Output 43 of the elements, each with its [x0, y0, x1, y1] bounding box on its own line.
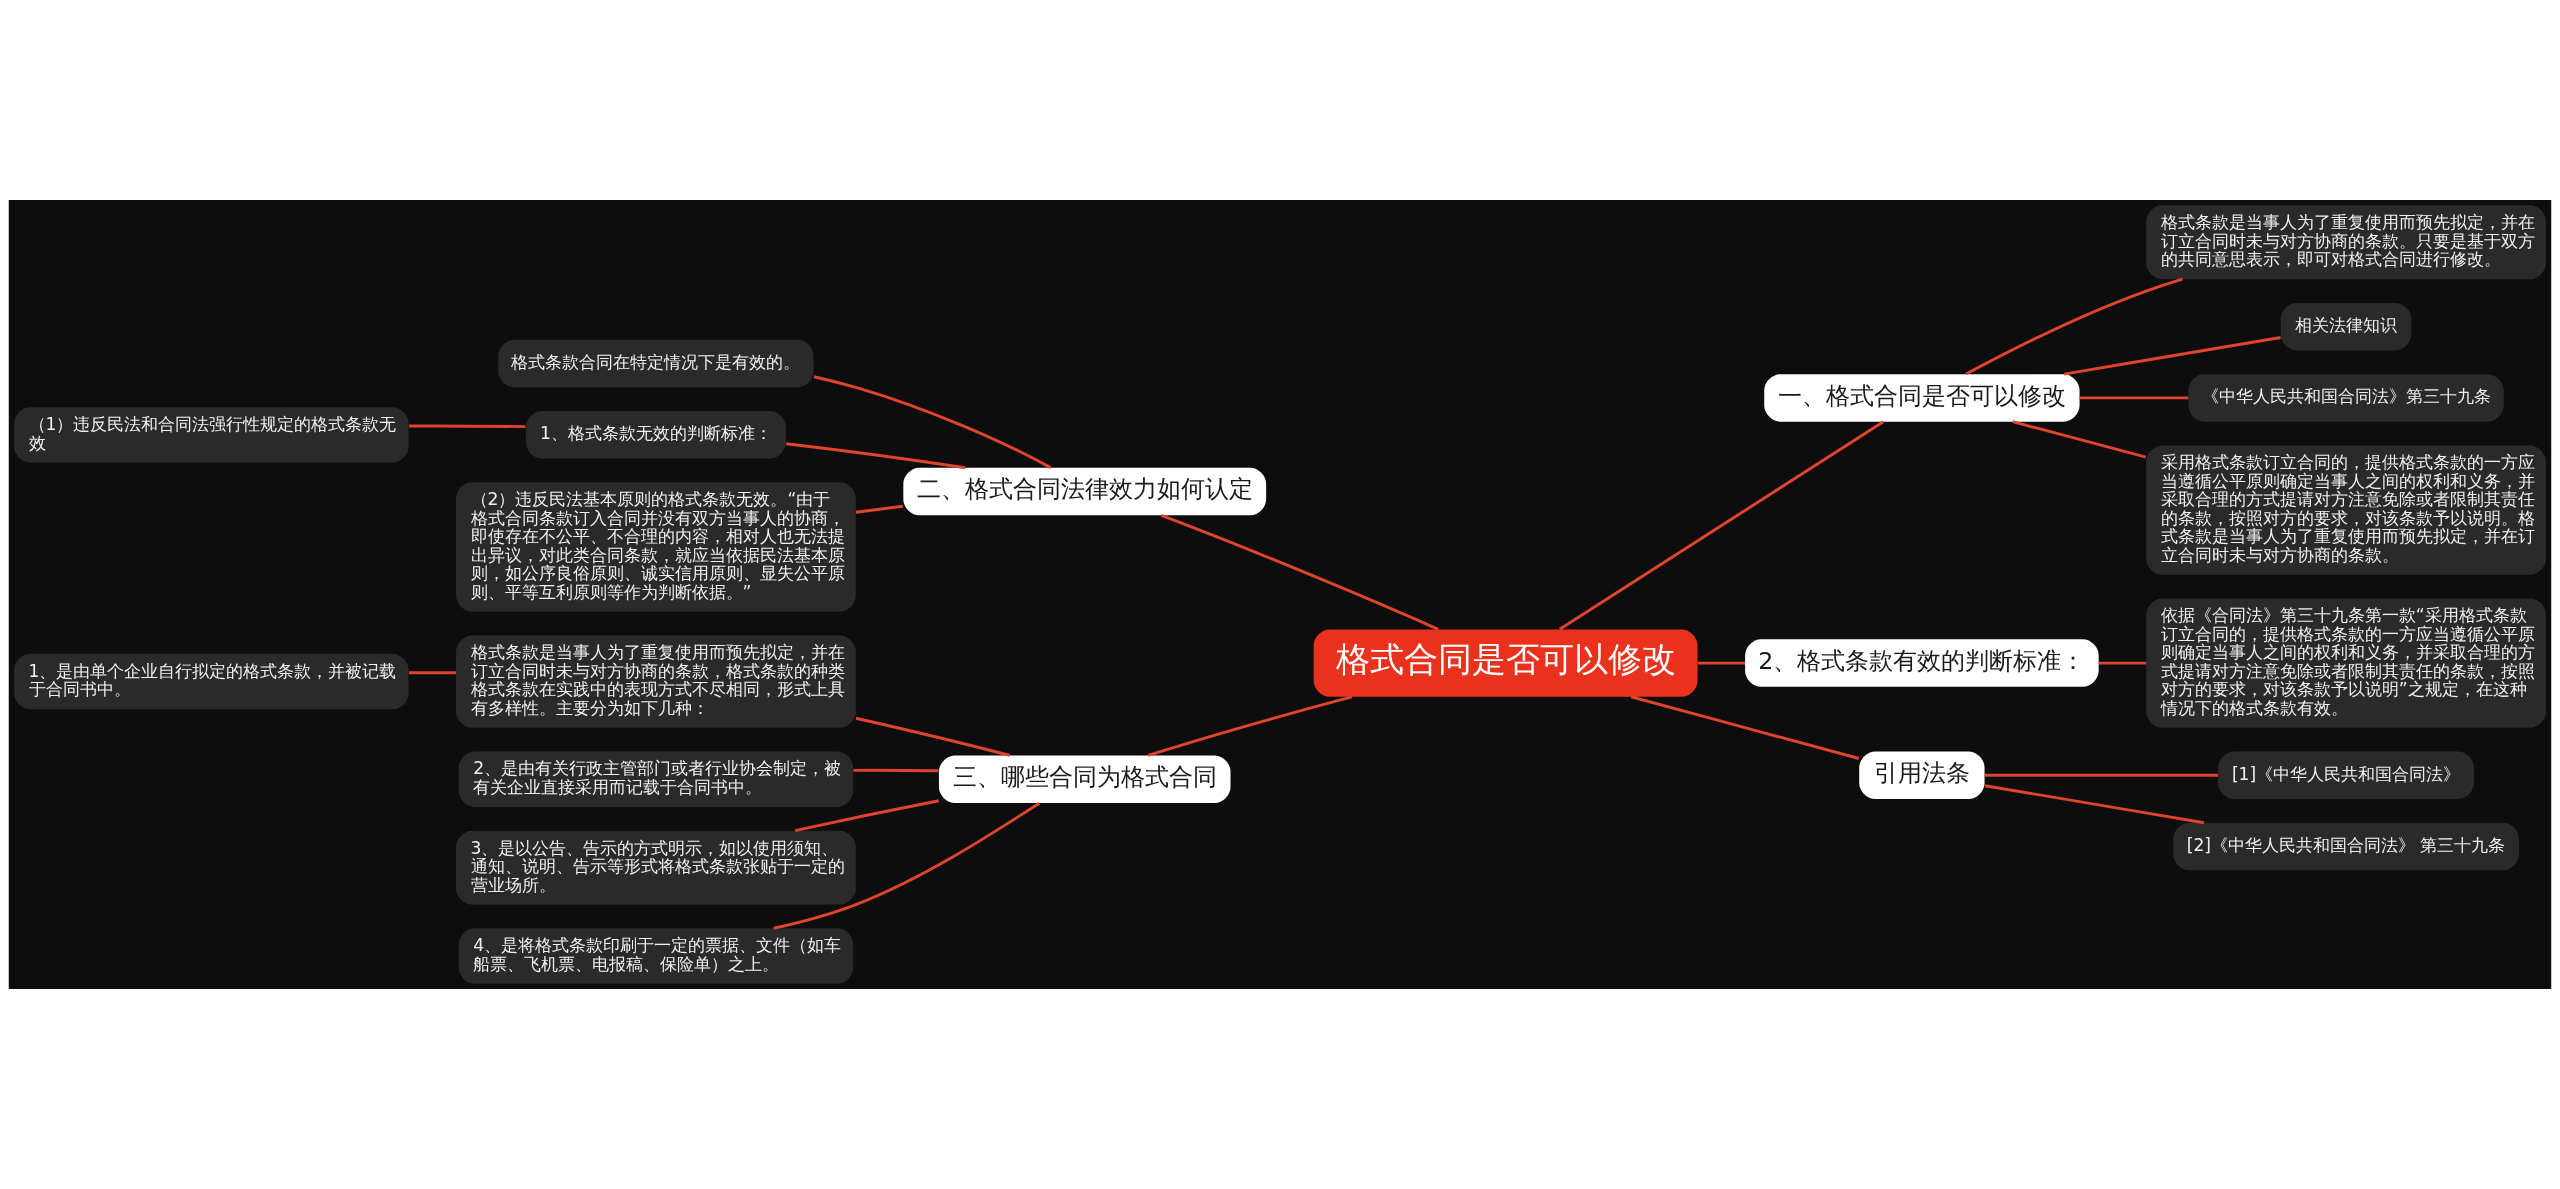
- connector: [1698, 661, 1745, 665]
- connector: [853, 768, 939, 773]
- node-box: 二、格式合同法律效力如何认定: [903, 467, 1267, 516]
- connector: [1965, 277, 2183, 376]
- node-box: 引用法条: [1859, 751, 1985, 799]
- connector: [794, 799, 940, 833]
- node-box: 格式条款合同在特定情况下是有效的。: [498, 339, 814, 388]
- node-box: 格式条款是当事人为了重复使用而预先拟定，并在订立合同时未与对方协商的条款，格式条款的种类格式条款在实践中的表现方式不尽相同，形式上具有多样性。主要分为如下几种：: [456, 635, 856, 728]
- node-box: 2、是由有关行政主管部门或者行业协会制定，被有关企业直接采用而记载于合同书中。: [458, 751, 854, 807]
- node-box: [2]《中华人民共和国合同法》 第三十九条: [2173, 822, 2519, 871]
- node-box: 1、是由单个企业自行拟定的格式条款，并被记载于合同书中。: [14, 653, 409, 710]
- connector: [1147, 695, 1353, 757]
- node-box: 2、格式条款有效的判断标准：: [1745, 639, 2099, 687]
- connector: [1558, 420, 1885, 631]
- connector: [1984, 784, 2205, 825]
- connector: [855, 716, 1011, 757]
- node-box: 相关法律知识: [2280, 302, 2412, 351]
- node-box: 格式条款是当事人为了重复使用而预先拟定，并在订立合同时未与对方协商的条款。只要是基于双方的共同意思表示，即可对格式合同进行修改。: [2146, 205, 2546, 280]
- node-box: 格式合同是否可以修改: [1313, 629, 1698, 697]
- node-box: 三、哪些合同为格式合同: [938, 755, 1231, 803]
- node-box: [1]《中华人民共和国合同法》: [2218, 751, 2475, 799]
- node-box: （2）违反民法基本原则的格式条款无效。“由于格式合同条款订入合同并没有双方当事人的协商，即使存在不公平、不合理的内容，相对人也无法提出异议，对此类合同条款，就应当依据民法基本原则，如公序良俗原则、诚实信用原则、显失公平原则、平等互利原则等作为判断依据。”: [456, 482, 856, 612]
- node-box: 《中华人民共和国合同法》第三十九条: [2188, 374, 2504, 422]
- connector: [2098, 661, 2147, 665]
- connector: [786, 442, 966, 470]
- node-box: 3、是以公告、告示的方式明示，如以使用须知、通知、说明、告示等形式将格式条款张贴于一定的营业场所。: [456, 830, 856, 905]
- connector: [1984, 773, 2218, 777]
- node-box: 一、格式合同是否可以修改: [1764, 374, 2080, 422]
- node-box: 依据《合同法》第三十九条第一款“采用格式条款订立合同的，提供格式条款的一方应当遵循公平原则确定当事人之间的权利和义务，并采取合理的方式提请对方注意免除或者限制其责任的条款，按照对方的要求，对该条款予以说明”之规定，在这种情况下的格式条款有效。: [2146, 598, 2546, 728]
- node-box: 采用格式条款订立合同的，提供格式条款的一方应当遵循公平原则确定当事人之间的权利和义务，并采取合理的方式提请对方注意免除或者限制其责任的条款，按照对方的要求，对该条款予以说明。格式条款是当事人为了重复使用而预先拟定，并在订立合同时未与对方协商的条款。: [2146, 445, 2546, 575]
- node-box: （1）违反民法和合同法强行性规定的格式条款无效: [14, 407, 409, 463]
- connector: [2012, 420, 2147, 459]
- connector: [2079, 396, 2189, 400]
- connector: [409, 424, 526, 429]
- connector: [855, 504, 903, 514]
- connector: [1630, 695, 1860, 760]
- connector: [409, 671, 456, 675]
- node-box: 1、格式条款无效的判断标准：: [525, 411, 786, 459]
- connector: [2063, 336, 2281, 376]
- connector: [813, 375, 1052, 469]
- node-box: 4、是将格式条款印刷于一定的票据、文件（如车船票、飞机票、电报稿、保险单）之上。: [458, 928, 854, 984]
- connector: [773, 802, 1040, 930]
- connector: [1160, 514, 1439, 631]
